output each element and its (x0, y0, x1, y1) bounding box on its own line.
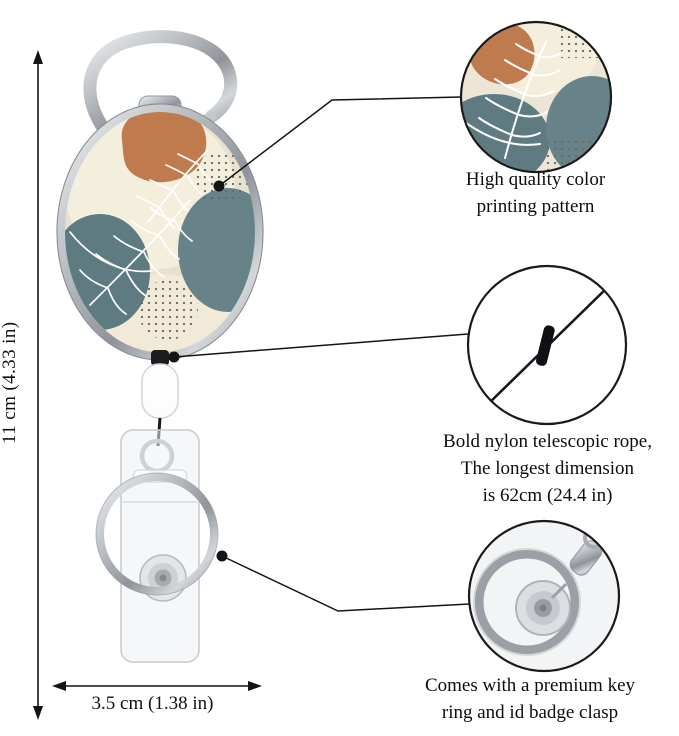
leaf-artwork-zoom (462, 41, 564, 159)
text-line: High quality color (465, 169, 606, 190)
callout-connectors (173, 96, 470, 612)
callout-clasp-text: Comes with a premium key ring and id bad… (396, 672, 664, 726)
retractor-housing (141, 363, 179, 419)
text-line: printing pattern (476, 196, 595, 217)
callout-anchor-dots (168, 180, 228, 562)
text-line: is 62cm (24.4 in) (482, 485, 613, 506)
arrow-down-icon (33, 706, 43, 720)
width-dimension-arrow (52, 681, 262, 691)
callout-pattern-text: High quality color printing pattern (408, 166, 663, 220)
rope-stopper-bead (536, 325, 555, 366)
arrow-left-icon (52, 681, 66, 691)
leaf-artwork (69, 149, 211, 315)
text-line: Bold nylon telescopic rope, (443, 431, 652, 452)
zoom-circle-clasp (470, 522, 618, 670)
zoom-circle-rope-border (466, 264, 628, 426)
text-line: ring and id badge clasp (441, 702, 619, 723)
zoom-circle-pattern (462, 23, 610, 171)
arrow-up-icon (33, 50, 43, 64)
text-line: Comes with a premium key (424, 675, 636, 696)
text-line: The longest dimension (460, 458, 635, 479)
badge-strap (120, 429, 200, 663)
height-dimension-arrow (33, 50, 43, 720)
zoom-circle-clasp-border (467, 519, 621, 673)
badge-reel-body (56, 103, 264, 361)
callout-rope-text: Bold nylon telescopic rope, The longest … (405, 428, 679, 509)
zoom-circle-pattern-border (459, 20, 613, 174)
printed-pattern (65, 112, 255, 352)
arrow-right-icon (248, 681, 262, 691)
width-dimension-label: 3.5 cm (1.38 in) (91, 693, 214, 714)
cord-stopper (151, 350, 169, 366)
height-dimension-label: 11 cm (4.33 in) (0, 321, 20, 444)
zoom-circle-rope (469, 267, 625, 423)
key-ring (96, 473, 218, 595)
